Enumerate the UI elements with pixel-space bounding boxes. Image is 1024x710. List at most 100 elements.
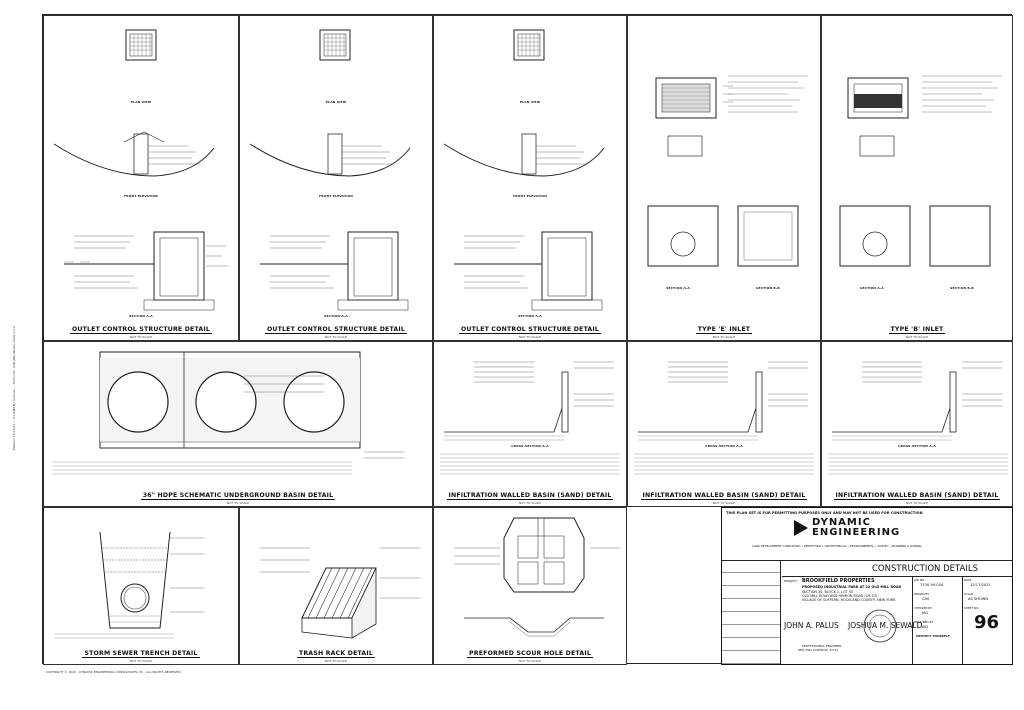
front-elevation-label: FRONT ELEVATION xyxy=(124,194,158,198)
detail-title: INFILTRATION WALLED BASIN (SAND) DETAIL xyxy=(640,492,808,500)
project-name: BROOKFIELD PROPERTIES xyxy=(802,578,875,584)
detail-title: INFILTRATION WALLED BASIN (SAND) DETAIL xyxy=(833,492,1001,500)
date-value: 12/17/2021 xyxy=(970,583,991,587)
detail-scale: NOT TO SCALE xyxy=(518,335,542,339)
project-desc: PROPOSED INDUSTRIAL PARK AT 23 OLD MILL … xyxy=(802,585,902,589)
hdpe-basin-detail: 36" HDPE SCHEMATIC UNDERGROUND BASIN DET… xyxy=(43,341,433,507)
detail-scale: NOT TO SCALE xyxy=(324,335,348,339)
section-label: SECTION A-A xyxy=(518,314,542,318)
cross-section-label: CROSS-SECTION A-A xyxy=(705,444,743,448)
scale-label: SCALE: xyxy=(964,592,974,596)
detail-title: OUTLET CONTROL STRUCTURE DETAIL xyxy=(264,326,408,334)
plan-view-label: PLAN VIEW xyxy=(519,100,541,104)
detail-title: 36" HDPE SCHEMATIC UNDERGROUND BASIN DET… xyxy=(140,492,336,500)
front-elevation-label: FRONT ELEVATION xyxy=(513,194,547,198)
project-label: PROJECT: xyxy=(784,579,798,583)
detail-scale: NOT TO SCALE xyxy=(226,501,250,505)
job-label: JOB NO: xyxy=(914,578,926,582)
outlet-control-detail-2: PLAN VIEW FRONT ELEVATION SECTION A-A OU… xyxy=(239,15,433,341)
engineer-name-1: JOHN A. PALUS xyxy=(784,621,839,630)
section-b-label: SECTION B-B xyxy=(756,286,780,290)
infil-drawing-3 xyxy=(828,361,1008,475)
scour-hole-drawing xyxy=(454,517,620,637)
side-plot-line: Plotted: 12/17/21 — 4:10 PM By: jpalmer … xyxy=(12,325,16,450)
company-name-1: DYNAMIC xyxy=(812,517,871,528)
detail-title: OUTLET CONTROL STRUCTURE DETAIL xyxy=(69,326,213,334)
job-number: 7700-99-004 xyxy=(920,583,944,587)
outlet-control-detail-3: PLAN VIEW FRONT ELEVATION SECTION A-A OU… xyxy=(433,15,627,341)
engineer-title: PROFESSIONAL ENGINEER xyxy=(802,644,842,648)
type-b-inlet-detail: SECTION A-A SECTION B-B TYPE 'B' INLET N… xyxy=(821,15,1013,341)
detail-scale: NOT TO SCALE xyxy=(905,335,929,339)
type-e-inlet-detail: SECTION A-A SECTION B-B TYPE 'E' INLET N… xyxy=(627,15,821,341)
project-loc-2: OLD MILL ROAD AND HEMION ROAD (CR 53) xyxy=(802,594,878,598)
section-label: SECTION A-A xyxy=(129,314,153,318)
engineer-name-2: JOSHUA M. SEWALD xyxy=(848,621,923,630)
outlet-drawing-3 xyxy=(443,29,605,311)
inlet-b-drawing xyxy=(839,75,1002,267)
scour-hole-detail: PREFORMED SCOUR HOLE DETAIL NOT TO SCALE xyxy=(433,507,627,665)
section-b-label: SECTION B-B xyxy=(950,286,974,290)
sheet-no-label: SHEET NO: xyxy=(964,606,980,610)
detail-scale: NOT TO SCALE xyxy=(518,501,542,505)
infiltration-basin-detail-1: CROSS-SECTION A-A INFILTRATION WALLED BA… xyxy=(433,341,627,507)
trash-rack-detail: TRASH RACK DETAIL NOT TO SCALE xyxy=(239,507,433,665)
company-logo: DYNAMIC ENGINEERING xyxy=(792,517,952,540)
detail-scale: NOT TO SCALE xyxy=(129,659,153,663)
checked-by: JAG xyxy=(922,611,929,615)
sheet-title: CONSTRUCTION DETAILS xyxy=(872,564,978,574)
section-label: SECTION A-A xyxy=(324,314,348,318)
storm-sewer-trench-detail: STORM SEWER TRENCH DETAIL NOT TO SCALE xyxy=(43,507,239,665)
trench-drawing xyxy=(54,531,204,639)
detail-title: PREFORMED SCOUR HOLE DETAIL xyxy=(467,650,593,658)
copyright: COPYRIGHT © 2022 - DYNAMIC ENGINEERING C… xyxy=(46,670,181,674)
detail-title: TYPE 'E' INLET xyxy=(695,326,753,334)
date-label: DATE: xyxy=(964,578,973,582)
hdpe-drawing xyxy=(52,351,404,475)
outlet-drawing-1 xyxy=(53,29,228,311)
detail-title: STORM SEWER TRENCH DETAIL xyxy=(82,650,200,658)
permit-banner: THIS PLAN SET IS FOR PERMITTING PURPOSES… xyxy=(726,511,923,515)
project-loc-1: SECTION 30, BLOCK 1, LOT 55 xyxy=(802,590,854,594)
cross-section-label: CROSS-SECTION A-A xyxy=(511,444,549,448)
detail-title: INFILTRATION WALLED BASIN (SAND) DETAIL xyxy=(446,492,614,500)
detail-title: TRASH RACK DETAIL xyxy=(296,650,376,658)
infil-drawing-1 xyxy=(440,361,620,475)
detail-title: OUTLET CONTROL STRUCTURE DETAIL xyxy=(458,326,602,334)
infil-drawing-2 xyxy=(634,361,814,475)
designed-label: DESIGNED BY: xyxy=(914,620,934,624)
outlet-drawing-2 xyxy=(249,29,411,311)
detail-scale: NOT TO SCALE xyxy=(129,335,153,339)
plan-view-label: PLAN VIEW xyxy=(130,100,152,104)
detail-scale: NOT TO SCALE xyxy=(518,659,542,663)
sidebar-rev-column xyxy=(722,560,781,664)
company-name-2: ENGINEERING xyxy=(812,527,901,538)
detail-scale: NOT TO SCALE xyxy=(712,335,736,339)
designed-by: JAG xyxy=(922,625,929,629)
front-elevation-label: FRONT ELEVATION xyxy=(319,194,353,198)
drawn-by: CAS xyxy=(922,597,930,601)
drawing-sheet: PLAN VIEW FRONT ELEVATION SECTION A-A OU… xyxy=(42,14,1013,665)
protect-yourself: PROTECT YOURSELF xyxy=(916,634,950,638)
detail-title: TYPE 'B' INLET xyxy=(888,326,946,334)
services-line: LAND DEVELOPMENT CONSULTING • PERMITTING… xyxy=(752,544,922,548)
infiltration-basin-detail-2: CROSS-SECTION A-A INFILTRATION WALLED BA… xyxy=(627,341,821,507)
inlet-e-drawing xyxy=(647,75,808,267)
outlet-control-detail-1: PLAN VIEW FRONT ELEVATION SECTION A-A OU… xyxy=(43,15,239,341)
detail-scale: NOT TO SCALE xyxy=(712,501,736,505)
side-plot-text: Plotted: 12/17/21 — 4:10 PM By: jpalmer … xyxy=(2,150,40,710)
plan-view-label: PLAN VIEW xyxy=(325,100,347,104)
trash-rack-drawing xyxy=(260,547,420,639)
detail-scale: NOT TO SCALE xyxy=(324,659,348,663)
pe-seal-icon xyxy=(863,609,897,643)
project-loc-3: VILLAGE OF SUFFERN, ROCKLAND COUNTY, NEW… xyxy=(802,598,896,602)
scale-value: AS SHOWN xyxy=(968,597,988,601)
title-block: THIS PLAN SET IS FOR PERMITTING PURPOSES… xyxy=(721,507,1013,665)
logo-mark-icon xyxy=(794,520,808,536)
engineer-license: NEW YORK LICENSE No. 97743 xyxy=(798,649,838,652)
drawn-label: DRAWN BY: xyxy=(914,592,930,596)
detail-scale: NOT TO SCALE xyxy=(905,501,929,505)
section-a-label: SECTION A-A xyxy=(860,286,884,290)
infiltration-basin-detail-3: CROSS-SECTION A-A INFILTRATION WALLED BA… xyxy=(821,341,1013,507)
sheet-number: 96 xyxy=(974,612,1000,633)
